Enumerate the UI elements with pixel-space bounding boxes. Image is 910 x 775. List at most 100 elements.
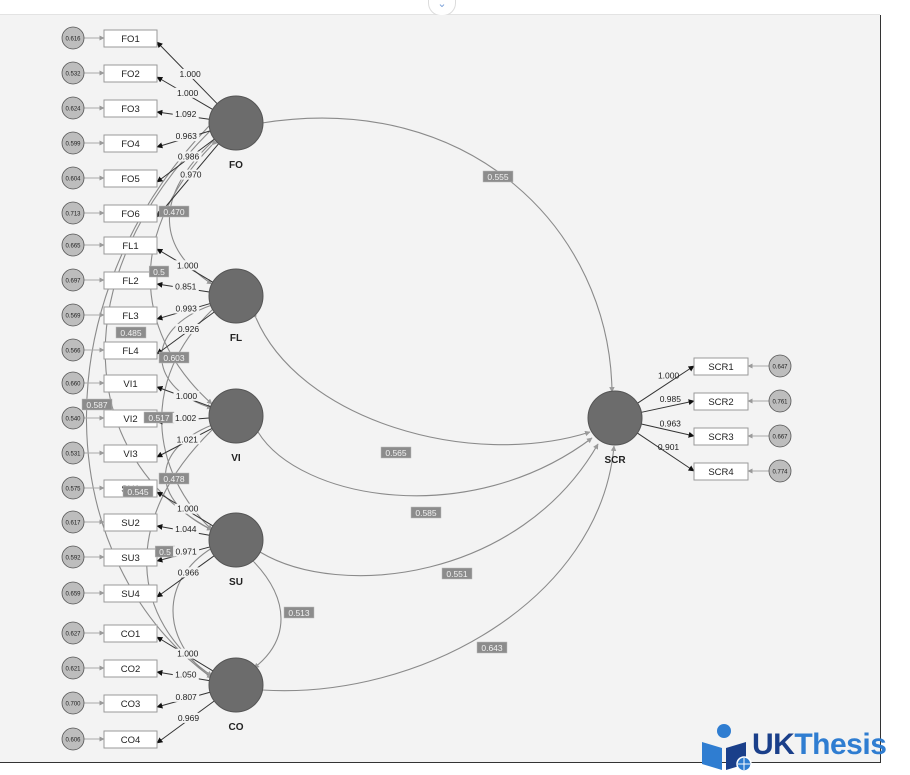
- covariance-arc-co-scr: [256, 445, 617, 693]
- loading-value-bg-fo3: [172, 109, 199, 120]
- loading-value-bg-co4: [175, 712, 202, 723]
- loading-value-bg-co1: [174, 648, 201, 659]
- loading-value-fl1: 1.000: [177, 260, 199, 270]
- covariance-layer: [85, 117, 617, 693]
- loading-value-bg-fl4: [175, 323, 202, 334]
- error-value-su4: 0.659: [65, 592, 81, 598]
- covariance-label-co-scr: 0.643: [481, 643, 503, 653]
- ukthesis-logo-text: UKThesis: [752, 728, 887, 761]
- loading-value-fl2: 0.851: [175, 281, 197, 291]
- frame-border-right: [880, 15, 881, 763]
- covariance-label-fo-vi-bg: [148, 265, 170, 278]
- latent-factor-co: [208, 657, 264, 713]
- covariance-label-fo-fl-bg: [158, 205, 190, 218]
- error-circle-vi1: [61, 371, 85, 395]
- error-circle-fo6: [61, 201, 85, 225]
- loading-arrow-scr3: [641, 423, 695, 438]
- indicator-label-fl2: FL2: [122, 276, 138, 287]
- loading-value-bg-fo1: [177, 68, 204, 79]
- indicator-box-scr3: [693, 427, 749, 446]
- error-circle-fo4: [61, 131, 85, 155]
- top-bar: ⌄: [0, 0, 880, 16]
- error-circle-su2: [61, 510, 85, 534]
- covariance-label-su-scr-bg: [441, 567, 473, 580]
- latent-factor-label-scr: SCR: [604, 455, 626, 466]
- loading-arrow-scr4: [637, 432, 695, 472]
- indicator-box-fl2: [103, 271, 158, 290]
- loading-value-fo4: 0.963: [176, 131, 198, 141]
- error-value-co1: 0.627: [65, 632, 81, 638]
- covariance-label-fl-vi: 0.485: [120, 328, 142, 338]
- indicator-box-fl1: [103, 236, 158, 255]
- error-value-fo2: 0.532: [65, 72, 81, 78]
- loading-value-co2: 1.050: [175, 670, 197, 680]
- covariance-label-vi-scr-bg: [410, 506, 442, 519]
- indicator-label-co2: CO2: [121, 664, 141, 675]
- covariance-label-fo-co-bg: [81, 398, 113, 411]
- error-value-co4: 0.606: [65, 738, 81, 744]
- indicator-box-fo6: [103, 204, 158, 223]
- error-circle-fo5: [61, 166, 85, 190]
- latent-factor-vi: [208, 388, 264, 444]
- covariance-label-fl-vi-bg: [115, 326, 147, 339]
- loading-value-bg-fl2: [172, 281, 199, 292]
- covariance-label-fo-co: 0.587: [86, 400, 108, 410]
- error-value-su1: 0.575: [65, 487, 81, 493]
- error-value-scr3: 0.667: [772, 435, 788, 441]
- error-value-fl1: 0.665: [65, 244, 81, 250]
- indicator-box-vi1: [103, 374, 158, 393]
- indicator-box-fo3: [103, 99, 158, 118]
- covariance-label-fo-fl: 0.470: [163, 207, 185, 217]
- indicator-label-scr3: SCR3: [708, 432, 733, 443]
- loading-value-fl3: 0.993: [176, 304, 198, 314]
- error-circle-co3: [61, 691, 85, 715]
- label-layer: 0.5550.5650.5850.5510.6430.5130.4700.50.…: [81, 68, 681, 723]
- indicator-label-su3: SU3: [121, 553, 139, 564]
- error-circle-su3: [61, 545, 85, 569]
- error-circle-co4: [61, 727, 85, 751]
- loading-value-scr1: 1.000: [658, 371, 680, 381]
- loading-value-vi1: 1.000: [176, 391, 198, 401]
- loading-value-co3: 0.807: [176, 692, 198, 702]
- covariance-arc-fo-scr: [256, 117, 615, 393]
- ukthesis-logo[interactable]: UKThesis: [700, 722, 905, 772]
- indicator-label-co4: CO4: [121, 735, 141, 746]
- sem-path-diagram: FO10.616FO20.532FO30.624FO40.599FO50.604…: [61, 26, 792, 751]
- loading-value-bg-su2: [172, 524, 199, 535]
- indicator-label-vi1: VI1: [123, 379, 137, 390]
- indicator-label-su4: SU4: [121, 589, 139, 600]
- loading-value-bg-fl3: [173, 303, 200, 314]
- error-circle-vi3: [61, 441, 85, 465]
- latent-factor-su: [208, 512, 264, 568]
- latent-factor-fo: [208, 95, 264, 151]
- indicator-box-su4: [103, 584, 158, 603]
- covariance-label-fl-su-bg: [158, 351, 190, 364]
- covariance-label-vi-co-bg: [158, 472, 190, 485]
- ukthesis-logo-icon: [702, 724, 752, 772]
- indicator-box-su3: [103, 548, 158, 567]
- error-value-scr4: 0.774: [772, 470, 788, 476]
- loading-value-bg-fo6: [177, 169, 204, 180]
- error-value-fo4: 0.599: [65, 142, 81, 148]
- indicator-label-vi3: VI3: [123, 449, 137, 460]
- error-value-co3: 0.700: [65, 702, 81, 708]
- loading-value-bg-fl1: [174, 260, 201, 271]
- loading-value-bg-su3: [173, 546, 200, 557]
- indicator-label-scr4: SCR4: [708, 467, 733, 478]
- frame-border-bottom: [0, 762, 880, 763]
- loading-value-bg-su1: [174, 503, 201, 514]
- error-circle-scr3: [768, 424, 792, 448]
- indicator-box-fo5: [103, 169, 158, 188]
- error-circle-fo1: [61, 26, 85, 50]
- covariance-label-fo-su-bg: [122, 485, 154, 498]
- covariance-arc-fl-scr: [251, 312, 591, 446]
- indicator-label-fl1: FL1: [122, 241, 138, 252]
- covariance-arc-fo-fl: [168, 134, 220, 285]
- loading-value-co4: 0.969: [178, 713, 200, 723]
- latent-factor-label-fl: FL: [230, 333, 242, 344]
- covariance-label-fo-scr: 0.555: [487, 172, 509, 182]
- indicator-label-co3: CO3: [121, 699, 141, 710]
- covariance-label-fo-su: 0.545: [127, 487, 149, 497]
- error-value-vi3: 0.531: [65, 452, 81, 458]
- error-value-vi1: 0.660: [65, 382, 81, 388]
